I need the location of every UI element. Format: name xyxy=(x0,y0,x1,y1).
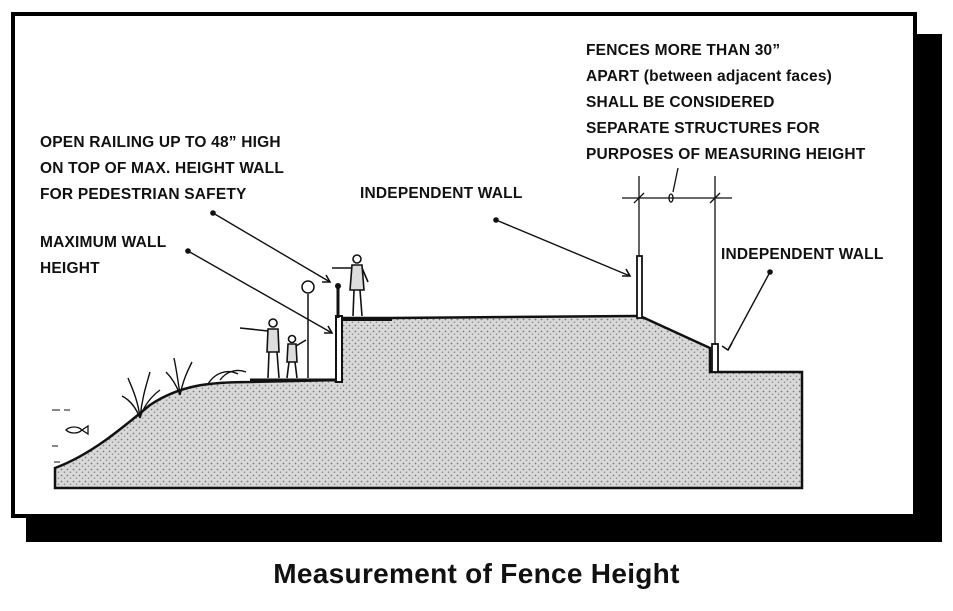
fences-apart-line-4: SEPARATE STRUCTURES FOR xyxy=(586,120,820,137)
independent-wall-right xyxy=(711,343,719,373)
open-railing-line-1: OPEN RAILING UP TO 48” HIGH xyxy=(40,134,281,151)
fences-apart-line-5: PURPOSES OF MEASURING HEIGHT xyxy=(586,146,866,163)
max-wall-height-line-1: MAXIMUM WALL xyxy=(40,234,167,251)
leader-lines xyxy=(187,212,771,351)
lamp-globe xyxy=(301,280,315,294)
water-ripples xyxy=(52,409,70,463)
fences-apart-line-3: SHALL BE CONSIDERED xyxy=(586,94,775,111)
fences-apart-line-1: FENCES MORE THAN 30” xyxy=(586,42,781,59)
fences-apart-label: FENCES MORE THAN 30” APART (between adja… xyxy=(586,38,865,168)
independent-wall-right-label: INDEPENDENT WALL xyxy=(721,246,884,263)
max-wall-height-label: MAXIMUM WALL HEIGHT xyxy=(40,230,166,282)
independent-wall-center xyxy=(636,255,643,319)
leader-dots xyxy=(185,210,773,275)
reed-plants xyxy=(121,357,247,419)
open-railing-label: OPEN RAILING UP TO 48” HIGH ON TOP OF MA… xyxy=(40,130,284,208)
separation-dimension xyxy=(622,167,732,344)
railing-post-cap xyxy=(335,283,341,289)
pedestrian-figures xyxy=(239,254,369,379)
max-height-wall xyxy=(335,315,343,383)
max-wall-height-line-2: HEIGHT xyxy=(40,260,100,277)
independent-wall-center-label: INDEPENDENT WALL xyxy=(360,185,523,202)
fish-icon xyxy=(65,424,89,436)
open-railing-line-2: ON TOP OF MAX. HEIGHT WALL xyxy=(40,160,285,177)
ground-section xyxy=(53,314,804,490)
fences-apart-line-2: APART (between adjacent faces) xyxy=(586,68,833,85)
leader-arrowheads xyxy=(322,268,733,352)
caption-title: Measurement of Fence Height xyxy=(273,558,680,589)
open-railing-line-3: FOR PEDESTRIAN SAFETY xyxy=(40,186,247,203)
